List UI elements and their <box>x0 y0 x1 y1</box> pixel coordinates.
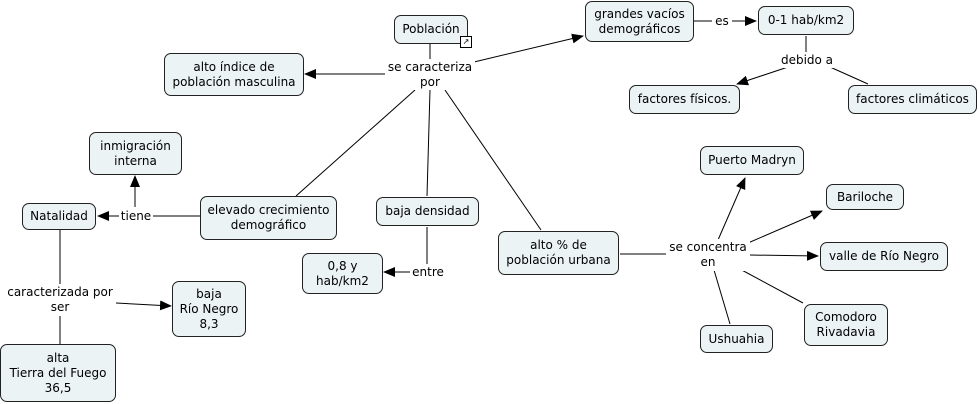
connector-concentra-comodoro <box>737 267 804 304</box>
link-label-tiene: tiene <box>119 208 153 224</box>
node-puerto-madryn[interactable]: Puerto Madryn <box>700 146 804 175</box>
link-label-entre: entre <box>410 264 446 280</box>
node-factores-climaticos[interactable]: factores climáticos <box>848 85 977 114</box>
node-valle-rio-negro[interactable]: valle de Río Negro <box>820 242 948 271</box>
node-inmigracion[interactable]: inmigración interna <box>89 132 182 175</box>
connector-caracterizada-rionegro <box>115 300 172 311</box>
connector-debido-climaticos <box>829 66 869 85</box>
node-baja-rio-negro[interactable]: baja Río Negro 8,3 <box>172 281 246 337</box>
node-alta-tierra-del-fuego[interactable]: alta Tierra del Fuego 36,5 <box>0 344 116 402</box>
node-alto-poblacion-urbana[interactable]: alto % de población urbana <box>498 231 619 275</box>
connector-caracteriza-vacios <box>473 33 584 63</box>
node-elevado-crecimiento[interactable]: elevado crecimiento demográfico <box>200 196 337 240</box>
link-label-es: es <box>712 13 732 29</box>
link-label-se-concentra-en: se concentra en <box>666 239 750 271</box>
connector-concentra-ushuahia <box>713 269 731 325</box>
node-bariloche[interactable]: Bariloche <box>826 184 904 210</box>
connector-concentra-madryn <box>717 177 746 241</box>
node-ushuahia[interactable]: Ushuahia <box>700 325 773 353</box>
node-factores-fisicos[interactable]: factores físicos. <box>629 85 740 114</box>
node-grandes-vacios[interactable]: grandes vacíos demográficos <box>585 1 694 42</box>
link-label-caracterizada-por-ser: caracterizada por ser <box>4 284 116 316</box>
node-poblacion[interactable]: Población <box>394 15 468 44</box>
external-link-icon[interactable]: ↗ <box>460 36 472 48</box>
connector-debido-fisicos <box>736 66 789 86</box>
node-comodoro-rivadavia[interactable]: Comodoro Rivadavia <box>804 304 888 346</box>
connector-concentra-valle <box>749 250 819 261</box>
link-label-se-caracteriza: se caracteriza por <box>385 59 475 90</box>
node-densidad-0-1[interactable]: 0-1 hab/km2 <box>758 6 854 35</box>
node-indice-masculina[interactable]: alto índice de población masculina <box>164 53 304 96</box>
node-densidad-08[interactable]: 0,8 y hab/km2 <box>302 253 383 294</box>
connector-caracteriza-densidad <box>426 89 431 197</box>
node-baja-densidad[interactable]: baja densidad <box>376 197 479 226</box>
link-label-debido-a: debido a <box>776 52 838 68</box>
connector-caracteriza-urbana <box>444 89 542 231</box>
connector-caracteriza-crecimiento <box>295 89 416 197</box>
connector-concentra-bariloche <box>747 210 823 244</box>
node-natalidad[interactable]: Natalidad <box>22 203 96 230</box>
